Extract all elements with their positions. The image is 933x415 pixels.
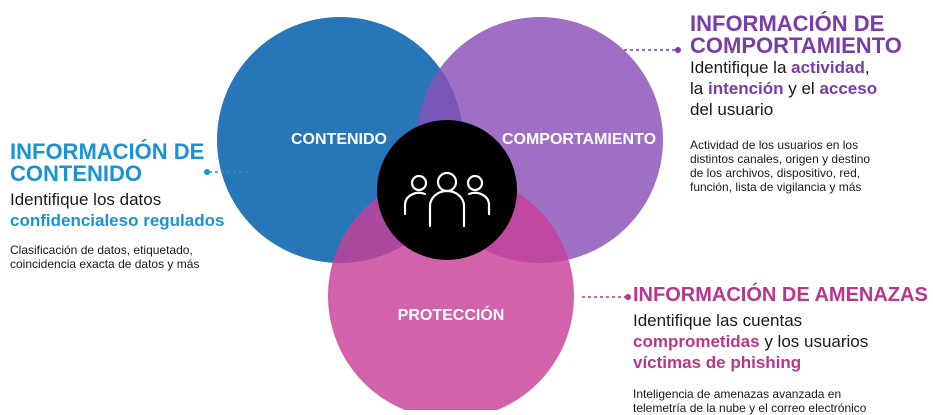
comportamiento-sub-hl-actividad: actividad — [791, 58, 865, 77]
comportamiento-sub-b: , — [864, 58, 870, 77]
connector-comportamiento — [624, 47, 681, 53]
connector-amenazas — [582, 294, 631, 300]
amenazas-body-line2: telemetría de la nube y el correo electr… — [633, 401, 867, 415]
label-comportamiento: COMPORTAMIENTO — [501, 131, 657, 148]
comportamiento-body-line4: función, lista de vigilancia y más — [690, 180, 862, 194]
comportamiento-sub-hl-intencion: intención — [707, 79, 784, 98]
comportamiento-body-line1: Actividad de los usuarios en los — [690, 138, 859, 152]
contenido-body-line2: coincidencia exacta de datos y más — [10, 257, 200, 271]
amenazas-sub-hl-victimas: víctimas de phishing — [633, 353, 802, 372]
comportamiento-sub-c: la — [690, 79, 708, 98]
amenazas-sub-mid: y los usuarios — [759, 332, 869, 351]
amenazas-sub-hl-comprometidas: comprometidas — [633, 332, 760, 351]
comportamiento-sub-hl-acceso: acceso — [819, 79, 878, 98]
comportamiento-heading-line1: INFORMACIÓN DE — [690, 11, 885, 36]
amenazas-info-block: INFORMACIÓN DE AMENAZAS Identifique las … — [633, 284, 931, 415]
amenazas-heading: INFORMACIÓN DE AMENAZAS — [633, 284, 928, 306]
people-group-icon — [403, 171, 491, 228]
contenido-sub-highlight: confidencialeso regulados — [10, 211, 225, 230]
label-proteccion: PROTECCIÓN — [397, 307, 505, 324]
amenazas-body-line1: Inteligencia de amenazas avanzada en — [633, 387, 842, 401]
contenido-info-block: INFORMACIÓN DE CONTENIDO Identifique los… — [10, 139, 240, 272]
connector-contenido — [204, 169, 250, 175]
amenazas-sub-line2: comprometidas y los usuarios — [633, 331, 931, 352]
comportamiento-body-line2: distintos canales, origen y destino — [690, 152, 871, 166]
circle-proteccion — [328, 173, 574, 410]
contenido-body-line1: Clasificación de datos, etiquetado, — [10, 243, 193, 257]
contenido-heading-line1: INFORMACIÓN DE — [10, 139, 205, 164]
contenido-sub-line1: Identifique los datos — [10, 190, 162, 209]
label-contenido: CONTENIDO — [291, 131, 387, 148]
comportamiento-sub-line1: Identifique la actividad, — [690, 57, 930, 78]
contenido-heading-line2: CONTENIDO — [10, 161, 142, 186]
comportamiento-sub-d: y el — [783, 79, 820, 98]
comportamiento-sub-a: Identifique la — [690, 58, 792, 77]
comportamiento-sub-line2: la intención y el acceso — [690, 78, 930, 99]
comportamiento-sub-line3: del usuario — [690, 100, 774, 119]
amenazas-sub-line1: Identifique las cuentas — [633, 311, 803, 330]
comportamiento-body-line3: de los archivos, dispositivo, red, — [690, 166, 861, 180]
comportamiento-info-block: INFORMACIÓN DE COMPORTAMIENTO Identifiqu… — [690, 11, 930, 195]
comportamiento-heading-line2: COMPORTAMIENTO — [690, 33, 902, 58]
